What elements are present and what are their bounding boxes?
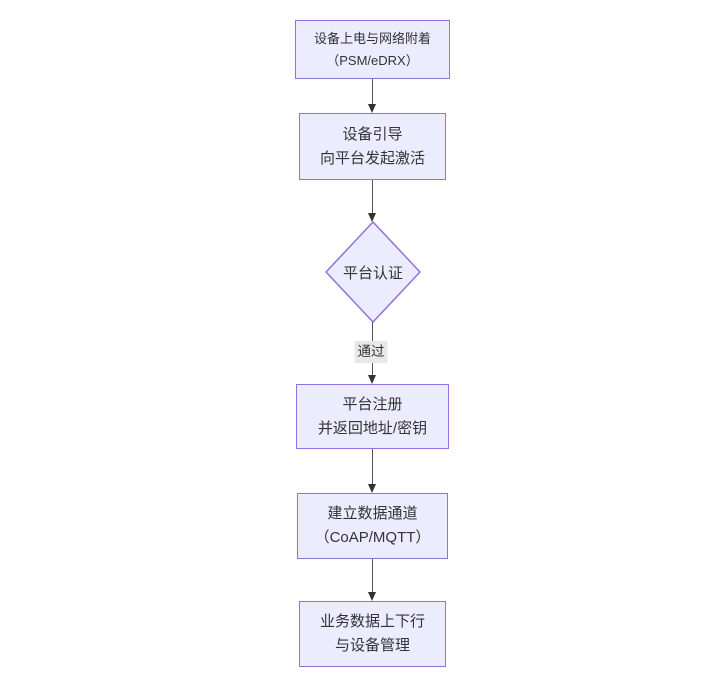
- edge-line-e-f: [372, 559, 373, 593]
- arrowhead-icon: [368, 592, 376, 601]
- node-text-line: 并返回地址/密钥: [317, 419, 428, 437]
- arrowhead-icon: [368, 104, 376, 113]
- arrowhead-icon: [368, 213, 376, 222]
- node-platform-register: 平台注册 并返回地址/密钥: [296, 384, 449, 449]
- node-text-line: （PSM/eDRX）: [326, 52, 419, 68]
- decision-diamond-shape: [325, 221, 421, 323]
- node-business-data: 业务数据上下行 与设备管理: [299, 601, 446, 667]
- node-text-line: 业务数据上下行: [319, 613, 425, 630]
- node-text-line: 平台注册: [342, 395, 403, 413]
- arrowhead-icon: [368, 484, 376, 493]
- node-power-network-attach: 设备上电与网络附着 （PSM/eDRX）: [295, 20, 450, 79]
- decision-platform-auth: 平台认证: [325, 221, 421, 323]
- edge-line-d-e: [372, 449, 373, 485]
- node-text-line: 设备引导: [342, 125, 403, 143]
- node-data-channel: 建立数据通道 （CoAP/MQTT）: [297, 493, 448, 559]
- arrowhead-icon: [368, 375, 376, 384]
- node-device-bootstrap: 设备引导 向平台发起激活: [299, 113, 446, 180]
- node-text-line: 平台认证: [342, 264, 403, 282]
- node-text-line: 向平台发起激活: [319, 149, 425, 167]
- node-text-line: 与设备管理: [334, 637, 410, 654]
- edge-line-a-b: [372, 79, 373, 105]
- node-text-line: 建立数据通道: [327, 505, 418, 522]
- edge-line-b-c: [372, 180, 373, 214]
- edge-label-pass: 通过: [354, 341, 388, 363]
- node-text-line: 设备上电与网络附着: [313, 30, 431, 46]
- node-text-line: （CoAP/MQTT）: [314, 529, 431, 546]
